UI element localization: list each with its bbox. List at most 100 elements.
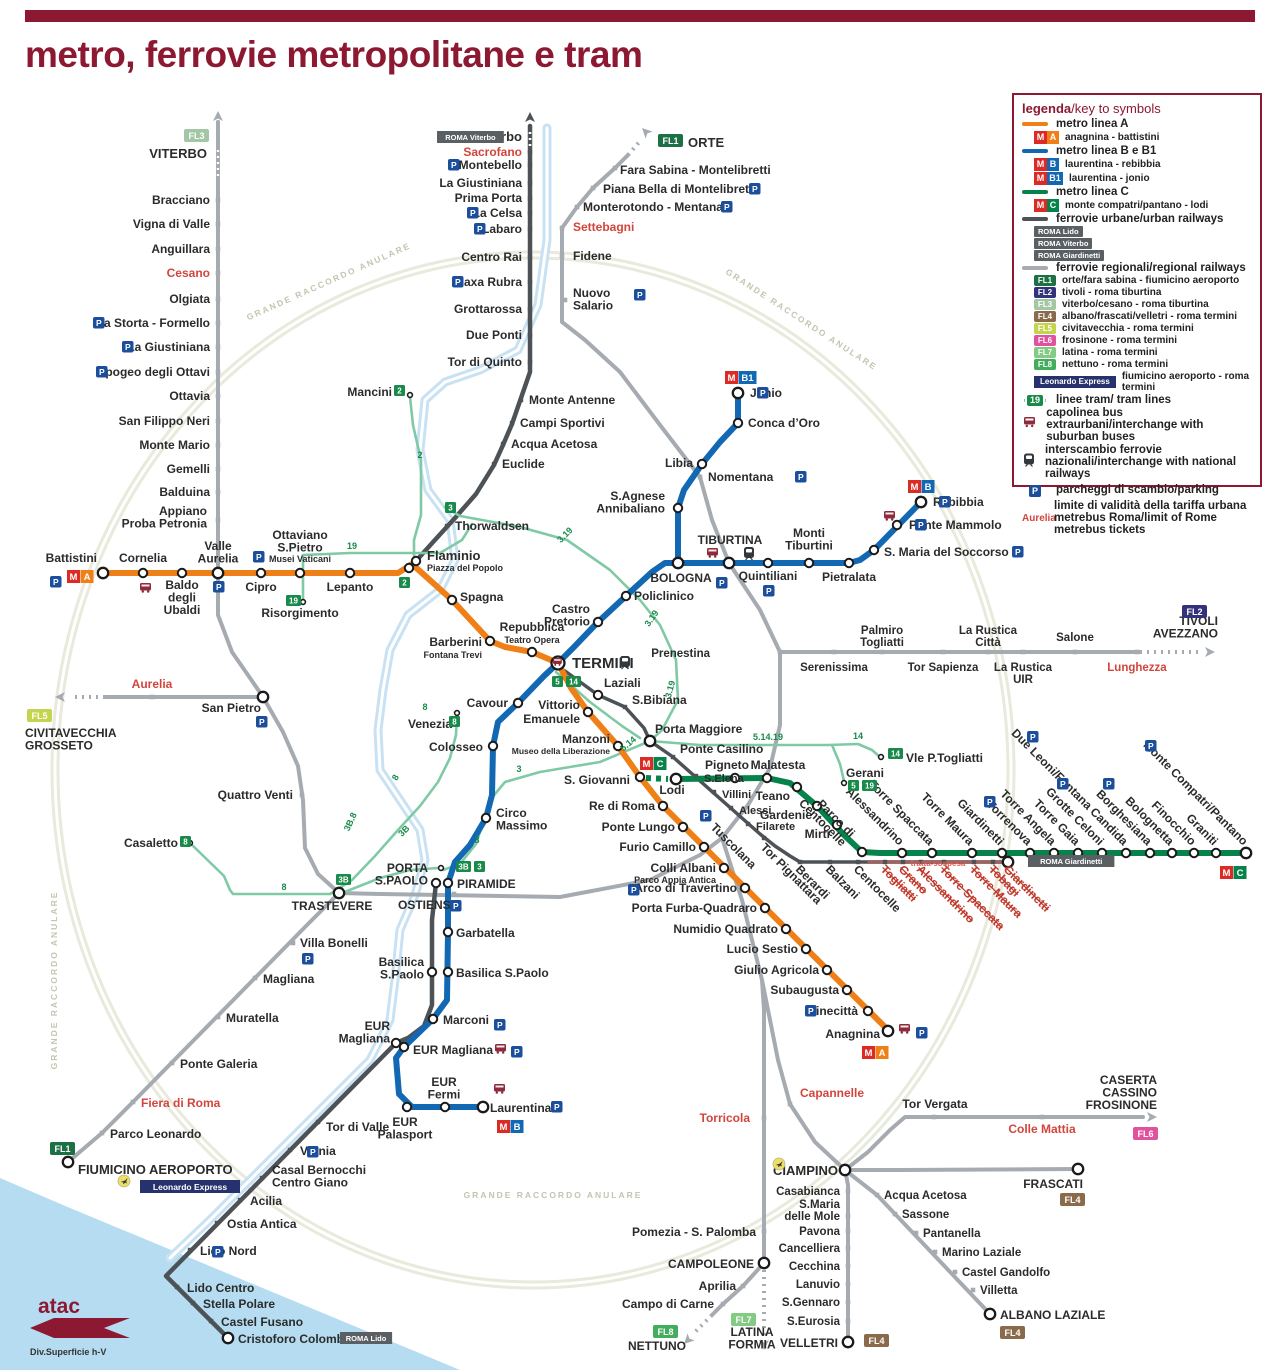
station (729, 772, 741, 784)
badge: P (452, 276, 464, 288)
train-icon-window (746, 549, 752, 553)
fl-badge (658, 134, 683, 147)
station-label: CIAMPINO (773, 1163, 838, 1178)
legend-sub-text: albano/frascati/velletri - roma termini (1062, 311, 1238, 322)
station-terminal (256, 690, 270, 704)
station-label: Tor Sapienza (908, 662, 979, 674)
line-tram-east (648, 739, 882, 759)
parking-badge (307, 1146, 319, 1158)
badge: P (916, 1027, 928, 1039)
badge: P (1145, 740, 1157, 752)
station-tick (527, 306, 533, 312)
station-tick (215, 1014, 221, 1020)
legend-sub-text: anagnina - battistini (1065, 132, 1160, 143)
station-label: Cesano (167, 266, 210, 280)
text: M (1223, 868, 1231, 879)
station-label: Policlinico (634, 589, 694, 603)
station-terminal (838, 1163, 852, 1177)
badge: 14 (566, 676, 581, 687)
station (582, 706, 594, 718)
station-label: Pigneto (705, 758, 749, 772)
train-icon (620, 656, 630, 670)
parking-badge (716, 577, 728, 589)
text: M (70, 572, 78, 583)
badge: P (511, 1046, 523, 1058)
station-label: Monte Mario (139, 438, 210, 452)
station-label: 19 (347, 541, 357, 551)
station-label: Casabianca (776, 1186, 841, 1198)
text: P (477, 224, 483, 234)
station-tick (559, 225, 565, 231)
station-label: Lanuvio (796, 1279, 840, 1291)
bus-icon-wheel (885, 518, 888, 521)
metro-line-badge (921, 480, 935, 493)
station (841, 984, 853, 996)
station-label: OSTIENSE (398, 898, 459, 912)
parking-badge (256, 716, 268, 728)
station-tick (845, 1299, 851, 1305)
station-terminal (221, 1331, 235, 1345)
station (718, 862, 730, 874)
badge: 8 (449, 716, 460, 727)
station (442, 966, 454, 978)
station-tick (518, 397, 524, 403)
station-terminal (211, 566, 225, 580)
text: 3 (448, 504, 453, 513)
badge: 8 (180, 836, 191, 847)
station-label: Subaugusta (770, 983, 839, 997)
text: 2 (402, 579, 407, 588)
badge: P (212, 1246, 224, 1258)
station-tick (990, 859, 996, 865)
legend-row: ferrovie urbane/urban railways (1022, 213, 1252, 225)
station-label: Lucio Sestio (727, 942, 798, 956)
station-label: Cancelliera (779, 1243, 841, 1255)
metro-m-badge (497, 1120, 510, 1133)
station-tick (1072, 649, 1078, 655)
station-label: Mancini (347, 385, 392, 399)
badge: P (307, 1146, 319, 1158)
badge: ROMA Giardinetti (1028, 855, 1115, 867)
station (780, 923, 792, 935)
station (480, 812, 492, 824)
atac-logo-text: atac (38, 1295, 80, 1318)
station-label: S.Gennaro (782, 1297, 840, 1309)
tram-badge (552, 676, 563, 687)
station-tick (670, 754, 676, 760)
station-label: TRASTEVERE (292, 899, 373, 913)
text: P (514, 1047, 520, 1057)
station-tick (208, 1318, 214, 1324)
station-label: 8 (390, 773, 401, 782)
station-label: Prima Porta (455, 191, 523, 205)
legend-row: metro linea A (1022, 118, 1252, 130)
legend-fl-badge: FL2 (1034, 287, 1056, 298)
station-tick (252, 975, 258, 981)
legend-sub-text: frosinone - roma termini (1062, 335, 1178, 346)
parking-badge (916, 1027, 928, 1039)
line-fl2-dash-arrow (1205, 647, 1215, 657)
tram-badge (399, 577, 410, 588)
text: P (1060, 779, 1066, 789)
station-label: Sacrofano (463, 145, 522, 159)
station-label: Prenestina (651, 648, 710, 660)
legend-sub-text: latina - roma termini (1062, 347, 1158, 358)
bus-icon (140, 583, 151, 591)
station-tick (259, 1175, 265, 1181)
text: P (216, 582, 222, 592)
station-tick (1134, 649, 1140, 655)
station (487, 740, 499, 752)
parking-badge (213, 581, 225, 593)
tram-terminal (437, 864, 445, 872)
fl-badge (50, 1142, 75, 1155)
legend-sub-text: nettuno - roma termini (1062, 359, 1169, 370)
station-label: FIUMICINO AEROPORTO (78, 1162, 233, 1177)
station-label: Acqua Acetosa (511, 437, 598, 451)
text: 3B (338, 876, 348, 885)
badge: 19 (862, 780, 877, 791)
rail-badge (437, 131, 504, 143)
parking-badge (721, 201, 733, 213)
